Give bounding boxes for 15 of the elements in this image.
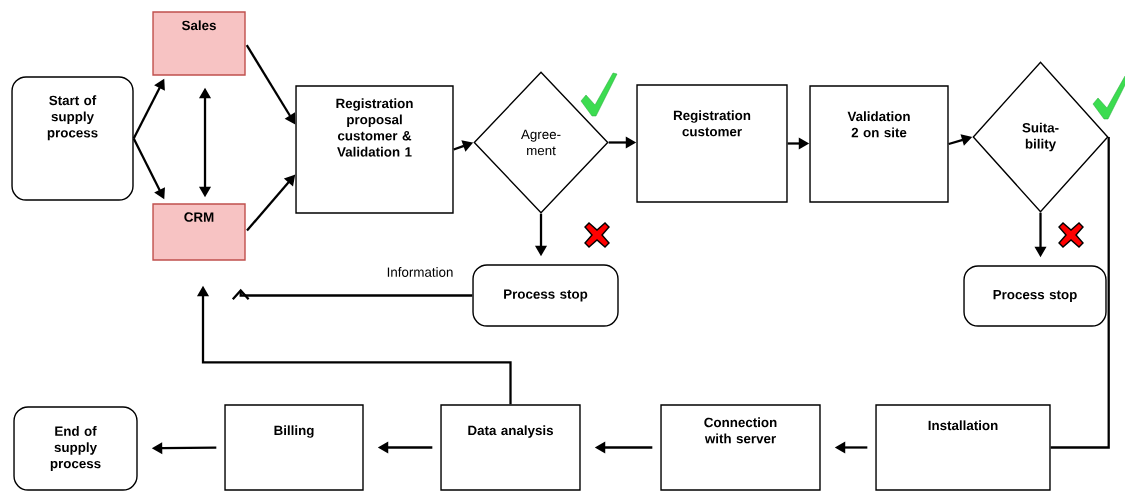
terminal-box: Start of supply process: [11, 76, 134, 201]
process-box: Sales: [152, 11, 246, 76]
process-box: Data analysis: [440, 404, 581, 491]
terminal-box: End of supply process: [13, 406, 138, 491]
process-box: Billing: [224, 404, 364, 491]
stop-box: Process stop: [472, 264, 619, 327]
process-box: Registration customer: [636, 84, 788, 203]
arrow: [231, 288, 473, 300]
process-box: Connection with server: [660, 404, 821, 491]
stop-box: Process stop: [963, 265, 1107, 327]
process-box: Validation 2 on site: [809, 85, 949, 203]
process-box: Registration proposal customer & Validation 1: [295, 85, 454, 214]
process-box: Installation: [875, 404, 1051, 491]
edge-label: Information: [384, 265, 456, 279]
process-box: CRM: [152, 203, 246, 261]
